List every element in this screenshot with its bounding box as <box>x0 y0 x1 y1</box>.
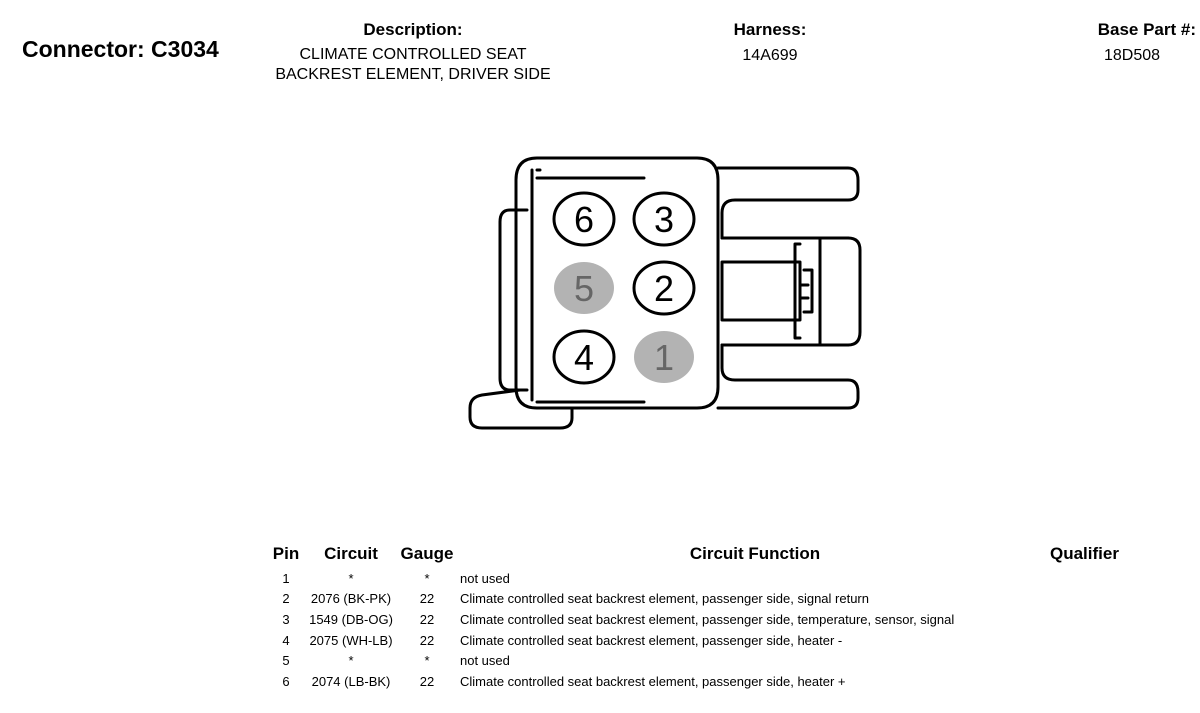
column-header-circuit: Circuit <box>324 544 378 563</box>
circuit-cell: 1549 (DB-OG) <box>309 611 393 627</box>
gauge-cell: 22 <box>419 673 435 689</box>
qualifier-cell <box>1050 589 1170 610</box>
pin-cell: 6 <box>282 673 290 689</box>
qualifier-cell <box>1050 650 1170 671</box>
table-row: 3 1549 (DB-OG) 22 Climate controlled sea… <box>264 609 1170 630</box>
harness-value: 14A699 <box>742 47 798 64</box>
harness-label: Harness: <box>733 20 807 39</box>
pin-cell: 3 <box>282 611 290 627</box>
pin-number-label: 5 <box>574 268 594 309</box>
circuit-cell: 2076 (BK-PK) <box>310 591 392 607</box>
pin-cavity-circle <box>554 262 614 314</box>
circuit-cell: * <box>348 653 354 669</box>
description-line-1: CLIMATE CONTROLLED SEAT <box>299 46 527 63</box>
function-cell: Climate controlled seat backrest element… <box>460 632 843 648</box>
pin-cavity-circle <box>634 331 694 383</box>
table-row: 1 * * not used <box>264 568 1170 589</box>
description-label: Description: <box>363 20 463 39</box>
pin-cavity-5: 5 <box>554 262 614 314</box>
circuit-cell: 2075 (WH-LB) <box>309 632 393 648</box>
pin-cell: 2 <box>282 591 290 607</box>
connector-body-outline <box>514 156 720 410</box>
pin-cell: 4 <box>282 632 290 648</box>
pin-cavity-1: 1 <box>634 331 694 383</box>
pin-table-header: Pin Circuit Gauge Circuit Function Quali… <box>264 544 1170 568</box>
connector-inner-edge <box>530 168 646 404</box>
pin-cavity-circle <box>552 329 616 385</box>
qualifier-cell <box>1050 630 1170 651</box>
column-header-qualifier: Qualifier <box>1050 544 1119 563</box>
pin-cavity-circle <box>632 260 696 316</box>
pin-number-label: 6 <box>574 199 594 240</box>
description-line-2: BACKREST ELEMENT, DRIVER SIDE <box>275 66 551 83</box>
qualifier-cell <box>1050 671 1170 692</box>
table-row: 4 2075 (WH-LB) 22 Climate controlled sea… <box>264 630 1170 651</box>
pin-table: Pin Circuit Gauge Circuit Function Quali… <box>264 544 1170 692</box>
connector-bottom-rail <box>716 343 860 410</box>
connector-left-tab <box>498 208 529 392</box>
connector-bottom-latch <box>468 388 574 430</box>
gauge-cell: 22 <box>419 632 435 648</box>
pin-cavity-6: 6 <box>552 191 616 247</box>
pin-number-label: 3 <box>654 199 674 240</box>
function-cell: Climate controlled seat backrest element… <box>460 611 955 627</box>
pin-number-label: 2 <box>654 268 674 309</box>
connector-right-latch <box>720 260 802 322</box>
pin-number-label: 4 <box>574 337 594 378</box>
gauge-cell: 22 <box>419 591 435 607</box>
pin-cavity-circle <box>552 191 616 247</box>
pin-cavity-3: 3 <box>632 191 696 247</box>
pin-cavity-4: 4 <box>552 329 616 385</box>
circuit-cell: * <box>348 570 354 586</box>
circuit-cell: 2074 (LB-BK) <box>311 673 391 689</box>
qualifier-cell <box>1050 609 1170 630</box>
pin-cavity-circle <box>632 191 696 247</box>
function-cell: Climate controlled seat backrest element… <box>460 673 846 689</box>
column-header-pin: Pin <box>272 544 300 563</box>
function-cell: not used <box>460 653 510 669</box>
function-cell: Climate controlled seat backrest element… <box>460 591 869 607</box>
base-part-value: 18D508 <box>1103 47 1161 64</box>
gauge-cell: 22 <box>419 611 435 627</box>
pin-cell: 5 <box>282 653 290 669</box>
table-row: 6 2074 (LB-BK) 22 Climate controlled sea… <box>264 671 1170 692</box>
function-cell: not used <box>460 570 510 586</box>
pin-number-label: 1 <box>654 337 674 378</box>
pin-cell: 1 <box>282 570 290 586</box>
qualifier-cell <box>1050 568 1170 589</box>
column-header-gauge: Gauge <box>400 544 454 563</box>
column-header-circuit-function: Circuit Function <box>689 544 821 563</box>
pin-cavity-2: 2 <box>632 260 696 316</box>
table-row: 5 * * not used <box>264 650 1170 671</box>
gauge-cell: * <box>424 653 430 669</box>
base-part-label: Base Part #: <box>1097 20 1196 39</box>
gauge-cell: * <box>424 570 430 586</box>
connector-top-rail <box>716 166 860 240</box>
connector-title: Connector: C3034 <box>22 36 219 62</box>
table-row: 2 2076 (BK-PK) 22 Climate controlled sea… <box>264 589 1170 610</box>
